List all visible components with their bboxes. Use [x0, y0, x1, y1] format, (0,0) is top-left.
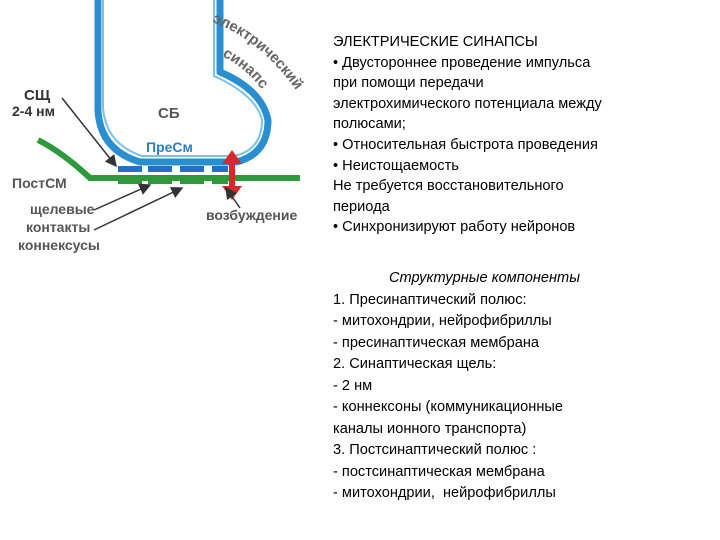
component-line: - митохондрии, нейрофибриллы [333, 485, 556, 501]
component-line: - постсинаптическая мембрана [333, 463, 545, 480]
label-gap-contacts-1: щелевые [30, 201, 95, 217]
text-line: • Синхронизируют работу нейронов [333, 219, 576, 236]
text-line: • Неистощаемость [333, 157, 459, 174]
label-cleft-size: 2-4 нм [12, 103, 55, 119]
arrow-icon [93, 187, 184, 231]
text-line: • Двустороннее проведение импульса [333, 54, 591, 71]
label-gap-contacts-2: контакты [26, 219, 90, 235]
text-line: периода [333, 198, 390, 215]
label-synaptic-cleft: СЩ [24, 87, 51, 104]
presynaptic-neuron-outline [94, 0, 272, 166]
connexons [118, 166, 228, 184]
connexon-blue [148, 166, 172, 172]
connexon-green [180, 178, 204, 184]
text-line: Не требуется восстановительного [333, 178, 564, 195]
presynaptic-neuron-inner [102, 0, 264, 157]
electrical-synapse-diagram: СЩ 2-4 нм СБ ПреСм ПостСМ щелевые контак… [12, 0, 307, 253]
component-line: 1. Пресинаптический полюс: [333, 291, 527, 308]
text-line: • Относительная быстрота проведения [333, 136, 598, 153]
connexon-blue [212, 166, 228, 172]
text-line: при помощи передачи [333, 75, 484, 92]
component-line: - пресинаптическая мембрана [333, 334, 539, 351]
connexon-green [118, 178, 142, 184]
connexon-blue [180, 166, 204, 172]
connexon-blue [118, 166, 142, 172]
label-gap-contacts-3: коннексусы [18, 237, 100, 253]
arrow-icon [225, 186, 241, 209]
section-title: ЭЛЕКТРИЧЕСКИЕ СИНАПСЫ [333, 34, 538, 50]
label-sb: СБ [158, 105, 180, 122]
components-title: Структурные компоненты [389, 270, 580, 286]
text-line: электрохимического потенциала между [333, 95, 602, 112]
component-line: каналы ионного транспорта) [333, 420, 527, 437]
structural-components: Структурные компоненты 1. Пресинаптическ… [333, 268, 713, 505]
label-excitation: возбуждение [206, 207, 297, 223]
arrow-icon [61, 97, 117, 168]
postsynaptic-membrane [36, 137, 300, 181]
component-line: 3. Постсинаптический полюс : [333, 442, 537, 458]
component-line: - 2 нм [333, 377, 373, 394]
component-line: - митохондрии, нейрофибриллы [333, 313, 552, 329]
label-presynaptic: ПреСм [146, 139, 193, 155]
label-postsynaptic: ПостСМ [12, 175, 67, 191]
connexon-green [148, 178, 172, 184]
arrow-icon [93, 183, 152, 211]
component-line: - коннексоны (коммуникационные [333, 399, 563, 415]
text-line: полюсами; [333, 116, 406, 133]
connexon-green [212, 178, 228, 184]
component-line: 2. Синаптическая щель: [333, 356, 497, 372]
electrical-synapses-description: ЭЛЕКТРИЧЕСКИЕ СИНАПСЫ • Двустороннее про… [333, 32, 713, 238]
